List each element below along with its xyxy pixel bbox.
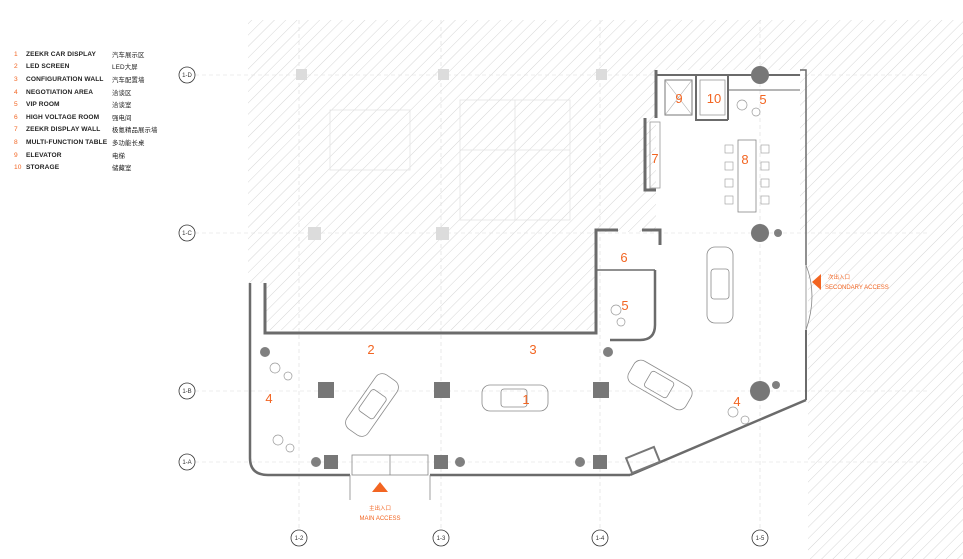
legend-item-english: ZEEKR DISPLAY WALL — [26, 126, 101, 134]
legend-item-number: 2 — [14, 63, 18, 71]
legend-item-number: 5 — [14, 101, 18, 109]
legend-item: 7 ZEEKR DISPLAY WALL 极氪精品展示墙 — [14, 124, 157, 137]
grid-row-1a: 1-A — [182, 460, 191, 466]
secondary-entrance — [805, 264, 813, 331]
legend-item-number: 10 — [14, 164, 22, 172]
storage-box — [699, 79, 726, 116]
grid-row-markers — [178, 66, 196, 471]
zone-num-negotiation-right: 4 — [733, 394, 740, 409]
legend-item: 5 VIP ROOM 洽谈室 — [14, 98, 157, 111]
zone-num-hv-room: 6 — [620, 250, 627, 265]
legend-item-english: NEGOTIATION AREA — [26, 88, 94, 96]
zone-num-display-wall: 7 — [651, 151, 658, 166]
legend-item-chinese: 储藏室 — [112, 165, 132, 173]
grid-row-1c: 1-C — [182, 231, 192, 237]
legend-item-english: CONFIGURATION WALL — [26, 75, 104, 83]
building-walls — [248, 69, 807, 477]
legend-item: 2 LED SCREEN LED大屏 — [14, 61, 157, 74]
zone-num-table: 8 — [741, 152, 748, 167]
legend-item: 4 NEGOTIATION AREA 洽谈区 — [14, 86, 157, 99]
legend-item-number: 1 — [14, 50, 18, 58]
grid-col-14: 1-4 — [596, 536, 605, 542]
hatched-area-right — [808, 232, 963, 559]
display-wall — [649, 121, 661, 189]
legend-item-english: VIP ROOM — [26, 101, 60, 109]
hatched-area-upper — [248, 20, 963, 330]
legend-item-number: 9 — [14, 151, 18, 159]
columns — [318, 66, 770, 469]
secondary-access-label-en: SECONDARY ACCESS — [825, 285, 889, 291]
legend-item-chinese: 洽谈室 — [112, 102, 132, 110]
legend-item-number: 7 — [14, 126, 18, 134]
grid-col-15: 1-5 — [756, 536, 765, 542]
legend-item-chinese: LED大屏 — [112, 64, 138, 72]
legend-item-chinese: 洽谈区 — [112, 89, 132, 97]
multi-function-table — [737, 139, 757, 213]
main-access-arrow — [372, 482, 388, 492]
ghost-columns — [296, 69, 607, 240]
zone-num-car-display: 1 — [522, 392, 529, 407]
furniture — [269, 99, 761, 453]
legend-item-english: MULTI-FUNCTION TABLE — [26, 138, 108, 146]
legend-item-number: 4 — [14, 88, 18, 96]
legend-item-number: 8 — [14, 138, 18, 146]
legend-item: 8 MULTI-FUNCTION TABLE 多功能长桌 — [14, 136, 157, 149]
corner-niche — [624, 445, 662, 475]
legend-item-number: 6 — [14, 113, 18, 121]
main-access-label-en: MAIN ACCESS — [359, 516, 400, 522]
cars — [345, 246, 734, 437]
zone-num-config-wall: 3 — [529, 342, 536, 357]
legend-item: 3 CONFIGURATION WALL 汽车配置墙 — [14, 73, 157, 86]
legend-item: 1 ZEEKR CAR DISPLAY 汽车展示区 — [14, 48, 157, 61]
secondary-access-arrow — [812, 274, 821, 290]
plants — [260, 229, 782, 467]
grid-col-markers — [290, 529, 769, 547]
zone-num-negotiation-left: 4 — [265, 391, 272, 406]
grid-col-13: 1-3 — [437, 536, 446, 542]
zone-num-led-screen: 2 — [367, 342, 374, 357]
zone-num-vip-room-mid: 5 — [621, 298, 628, 313]
zone-num-vip-room-top: 5 — [759, 92, 766, 107]
legend-item-chinese: 多功能长桌 — [112, 139, 145, 147]
legend-item-english: LED SCREEN — [26, 63, 70, 71]
legend-item-chinese: 汽车展示区 — [112, 51, 145, 59]
legend-item-english: HIGH VOLTAGE ROOM — [26, 113, 100, 121]
legend-item-chinese: 电梯 — [112, 152, 125, 160]
grid-row-1b: 1-B — [182, 389, 191, 395]
legend-item: 10 STORAGE 储藏室 — [14, 161, 157, 174]
zone-num-storage: 10 — [707, 91, 721, 106]
table-chairs — [724, 144, 770, 205]
secondary-access-label-zh: 次出入口 — [828, 273, 850, 281]
zone-num-elevator: 9 — [675, 91, 682, 106]
legend-item-chinese: 强电间 — [112, 114, 132, 122]
background-structure — [329, 99, 571, 221]
legend-item-chinese: 极氪精品展示墙 — [112, 127, 158, 135]
legend-item-english: STORAGE — [26, 164, 60, 172]
main-entrance-doors — [349, 454, 431, 500]
grid-col-12: 1-2 — [295, 536, 304, 542]
grid-row-1d: 1-D — [182, 73, 192, 79]
legend-item-chinese: 汽车配置墙 — [112, 76, 145, 84]
elevator-box — [664, 79, 693, 116]
legend-item-number: 3 — [14, 75, 18, 83]
main-access-label-zh: 主出入口 — [369, 504, 391, 512]
legend-item: 9 ELEVATOR 电梯 — [14, 149, 157, 162]
legend-item-english: ZEEKR CAR DISPLAY — [26, 50, 96, 58]
legend-item: 6 HIGH VOLTAGE ROOM 强电间 — [14, 111, 157, 124]
legend-item-english: ELEVATOR — [26, 151, 62, 159]
